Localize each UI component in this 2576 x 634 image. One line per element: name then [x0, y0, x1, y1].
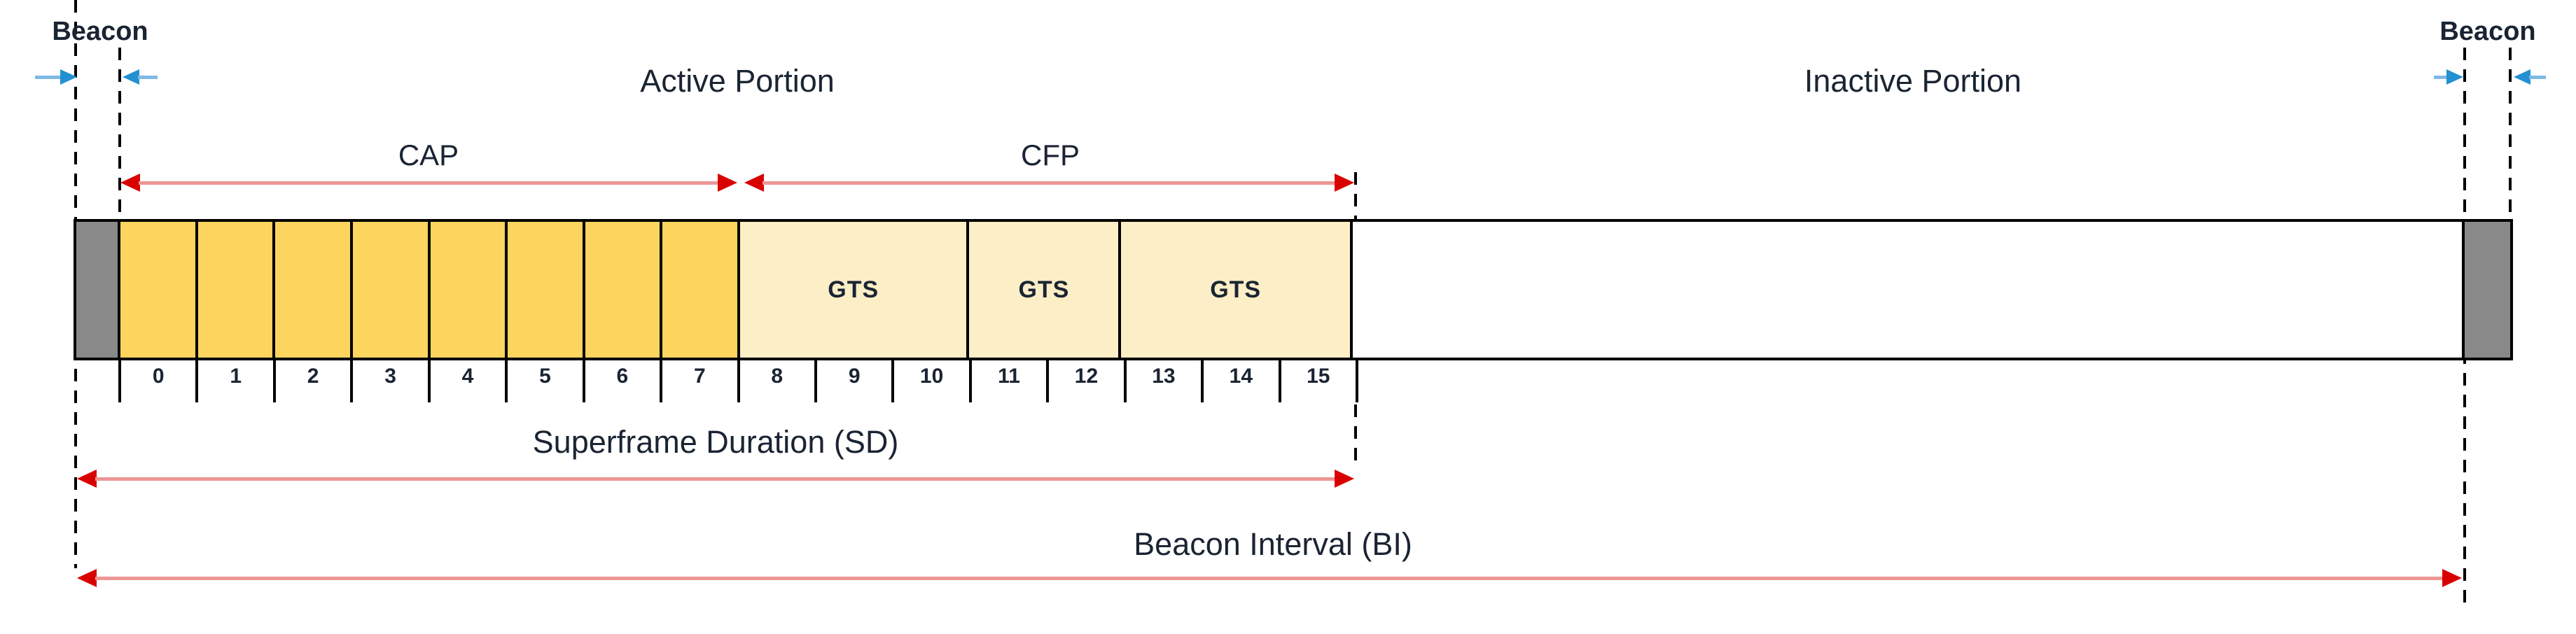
arrowhead-left-icon — [2514, 69, 2530, 85]
slot-number: 9 — [814, 360, 891, 402]
cap-slot — [275, 222, 353, 358]
slot-number: 15 — [1278, 360, 1358, 402]
arrow-line — [138, 76, 158, 79]
cap-label: CAP — [398, 139, 459, 171]
arrowhead-left-icon — [120, 174, 140, 192]
beacon-interval-label: Beacon Interval (BI) — [1134, 526, 1412, 562]
slot-number: 11 — [968, 360, 1046, 402]
arrow-line — [95, 477, 1336, 481]
superframe-duration-label: Superframe Duration (SD) — [532, 424, 899, 460]
beacon-width-arrow-left-outer-icon — [20, 69, 77, 85]
cap-slot — [508, 222, 585, 358]
arrowhead-left-icon — [77, 470, 97, 488]
dashed-line-superframe-end-bottom — [1354, 404, 1357, 469]
gts-block: GTS — [969, 222, 1122, 358]
gts-label: GTS — [1210, 276, 1262, 303]
beacon-width-arrow-left-inner-icon — [123, 69, 173, 85]
arrow-line — [2529, 76, 2546, 79]
cfp-range-arrow — [744, 174, 1354, 192]
slot-number: 10 — [891, 360, 968, 402]
slot-number: 5 — [505, 360, 582, 402]
cap-slot — [585, 222, 663, 358]
slot-number: 6 — [582, 360, 660, 402]
arrow-line — [2434, 76, 2448, 79]
gts-label: GTS — [1018, 276, 1070, 303]
arrowhead-right-icon — [2446, 69, 2463, 85]
slot-number: 0 — [118, 360, 195, 402]
cap-slot — [662, 222, 737, 358]
slot-number: 13 — [1123, 360, 1201, 402]
slot-number: 12 — [1046, 360, 1123, 402]
cfp-label: CFP — [1021, 139, 1080, 171]
arrow-line — [35, 76, 62, 79]
gts-label: GTS — [828, 276, 879, 303]
arrowhead-left-icon — [123, 69, 139, 85]
slot-number: 2 — [272, 360, 350, 402]
slot-number: 8 — [737, 360, 814, 402]
arrowhead-right-icon — [60, 69, 77, 85]
arrowhead-right-icon — [1335, 470, 1354, 488]
cap-slot — [430, 222, 508, 358]
beacon-label-right: Beacon — [2439, 17, 2536, 46]
inactive-region — [1353, 222, 2465, 358]
inactive-portion-label: Inactive Portion — [1804, 63, 2022, 99]
cap-slot — [120, 222, 198, 358]
slot-number: 1 — [195, 360, 272, 402]
dashed-line-right-beacon-end — [2509, 48, 2512, 220]
beacon-width-arrow-right-outer-icon — [2418, 69, 2463, 85]
arrowhead-left-icon — [77, 569, 97, 587]
beacon-block-left — [76, 222, 120, 358]
slot-number: 4 — [427, 360, 505, 402]
arrowhead-right-icon — [718, 174, 737, 192]
beacon-interval-arrow — [77, 569, 2462, 587]
dashed-line-left-beacon-end — [118, 48, 121, 220]
active-portion-label: Active Portion — [640, 63, 835, 99]
gts-block: GTS — [1121, 222, 1350, 358]
arrow-line — [95, 577, 2444, 580]
superframe-duration-arrow — [77, 470, 1354, 488]
cap-slot — [197, 222, 276, 358]
cap-slot — [352, 222, 431, 358]
arrowhead-right-icon — [1335, 174, 1354, 192]
beacon-width-arrow-right-inner-icon — [2514, 69, 2561, 85]
arrow-line — [763, 181, 1336, 185]
slot-number: 3 — [350, 360, 427, 402]
arrow-line — [139, 181, 719, 185]
dashed-line-superframe-end-top — [1354, 172, 1357, 220]
cap-region — [120, 222, 740, 358]
slot-number: 14 — [1201, 360, 1278, 402]
beacon-label-left: Beacon — [52, 17, 148, 46]
cfp-region: GTS GTS GTS — [740, 222, 1353, 358]
slot-number: 7 — [660, 360, 737, 402]
arrowhead-left-icon — [744, 174, 764, 192]
superframe-bar: GTS GTS GTS — [74, 219, 2513, 360]
gts-block: GTS — [740, 222, 970, 358]
cap-range-arrow — [120, 174, 737, 192]
slot-number-row: 0 1 2 3 4 5 6 7 8 9 10 11 12 13 14 15 — [118, 360, 1358, 402]
beacon-block-right — [2465, 222, 2510, 358]
arrowhead-right-icon — [2442, 569, 2462, 587]
